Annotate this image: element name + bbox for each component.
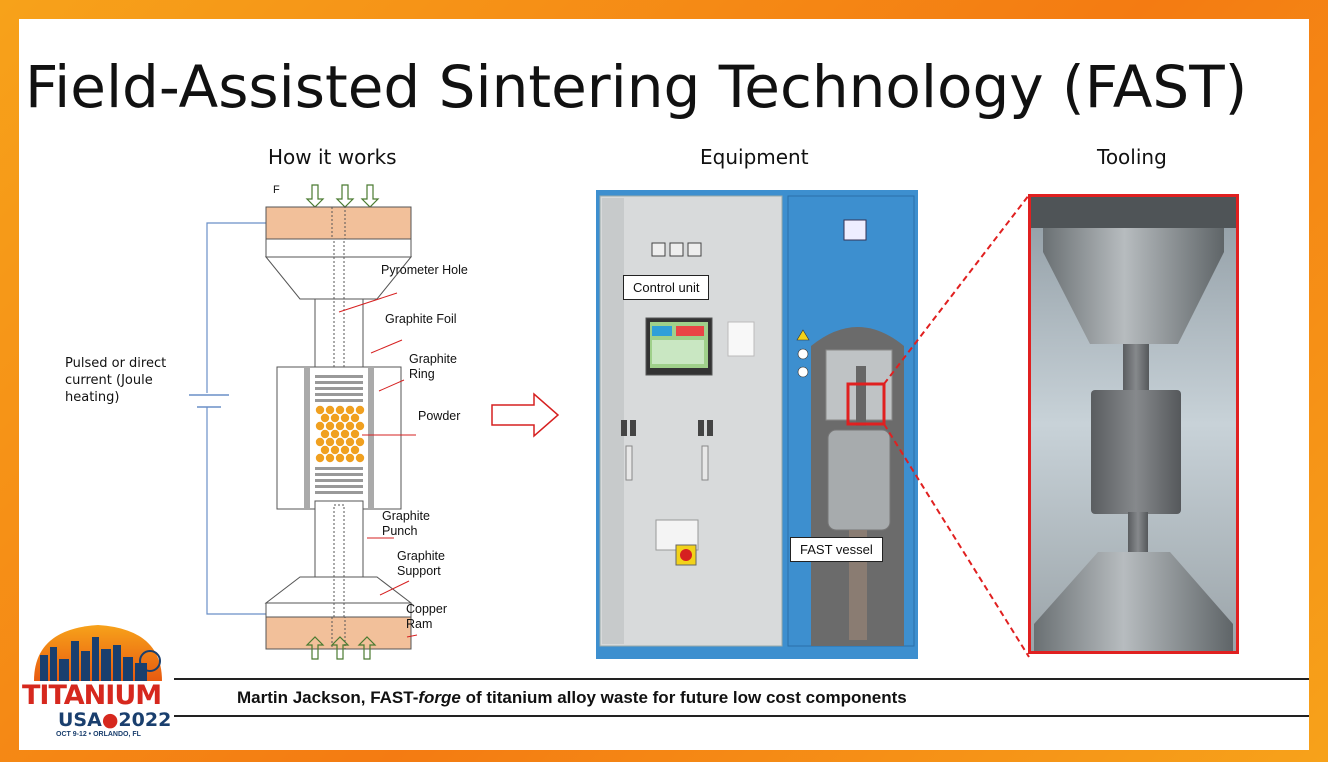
force-label: F <box>273 184 280 196</box>
powder <box>315 405 365 463</box>
bottom-punch <box>314 500 364 578</box>
label-copper-ram: Copper Ram <box>406 602 447 631</box>
tooling-highlight <box>846 382 886 426</box>
top-punch <box>314 298 364 376</box>
slide-title: Field-Assisted Sintering Technology (FAS… <box>25 53 1248 121</box>
footer-rule-bottom <box>174 715 1309 717</box>
footer-rule-top <box>174 678 1309 680</box>
force-arrows-bottom <box>305 636 377 660</box>
section-equipment: Equipment <box>700 145 809 169</box>
equipment-illustration <box>596 190 918 659</box>
label-graphite-punch: Graphite Punch <box>382 509 430 538</box>
callout-fast-vessel: FAST vessel <box>790 537 883 562</box>
force-arrows-top <box>305 184 380 208</box>
graphite-die <box>1091 390 1181 514</box>
titanium-usa-logo: TITANIUM USA●2022 OCT 9-12 • ORLANDO, FL <box>22 619 174 743</box>
footer-citation: Martin Jackson, FAST-forge of titanium a… <box>237 688 907 707</box>
leader-lines <box>338 292 418 638</box>
tooling-photo <box>1028 194 1239 654</box>
section-tooling: Tooling <box>1097 145 1167 169</box>
circuit-wire <box>206 222 266 393</box>
logo-dates: OCT 9-12 • ORLANDO, FL <box>56 731 141 738</box>
zoom-lines <box>883 194 1030 658</box>
logo-titanium: TITANIUM <box>22 680 162 711</box>
label-graphite-support: Graphite Support <box>397 549 445 578</box>
fast-schematic <box>189 184 418 660</box>
label-powder: Powder <box>418 409 461 423</box>
logo-usa-year: USA●2022 <box>58 709 172 731</box>
section-how-it-works: How it works <box>268 145 397 169</box>
callout-control-unit: Control unit <box>623 275 710 300</box>
current-note: Pulsed or direct current (Joule heating) <box>65 356 167 405</box>
skyline-icon <box>34 625 162 681</box>
control-cabinet <box>599 195 783 647</box>
label-graphite-ring: Graphite Ring <box>409 352 457 381</box>
slide: Field-Assisted Sintering Technology (FAS… <box>19 19 1309 750</box>
graphite-layers <box>315 375 363 494</box>
label-graphite-foil: Graphite Foil <box>385 312 457 326</box>
flow-arrow <box>491 392 560 438</box>
label-pyrometer-hole: Pyrometer Hole <box>381 263 468 277</box>
bottom-copper-ram <box>265 616 412 650</box>
top-copper-ram <box>265 206 412 240</box>
circuit-wire-bottom <box>206 407 266 615</box>
